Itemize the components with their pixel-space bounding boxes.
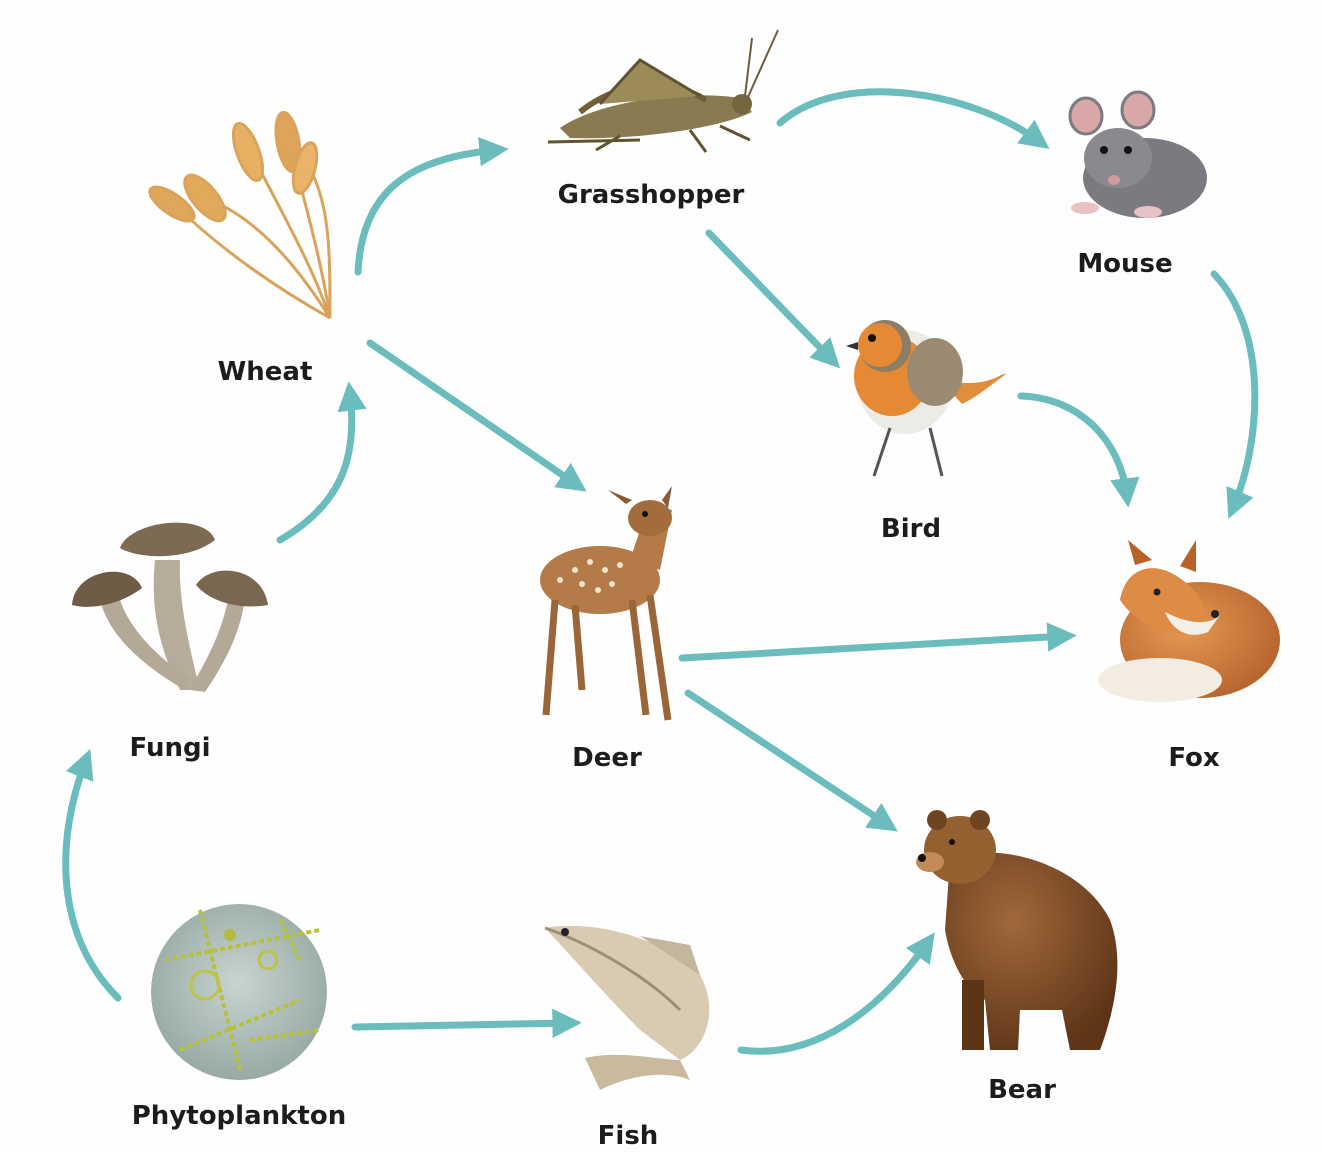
arrow-mouse-to-fox <box>1214 274 1255 508</box>
label-bear: Bear <box>988 1075 1056 1105</box>
mouse-illustration <box>1070 92 1207 218</box>
arrow-grasshopper-to-mouse <box>780 92 1040 142</box>
arrow-phytoplankton-to-fish <box>355 1023 570 1027</box>
arrow-fungi-to-wheat <box>280 393 352 540</box>
arrow-deer-to-bear <box>688 693 888 825</box>
arrow-wheat-to-deer <box>370 343 577 485</box>
bird-illustration <box>846 320 1006 476</box>
label-phytoplankton: Phytoplankton <box>132 1101 346 1131</box>
deer-illustration <box>540 486 672 720</box>
label-mouse: Mouse <box>1077 249 1172 279</box>
wheat-illustration <box>145 111 330 318</box>
label-deer: Deer <box>572 743 642 773</box>
label-wheat: Wheat <box>218 357 313 387</box>
arrow-wheat-to-grasshopper <box>358 150 497 272</box>
label-fungi: Fungi <box>129 733 210 763</box>
label-fish: Fish <box>598 1121 659 1151</box>
label-fox: Fox <box>1168 743 1220 773</box>
arrow-grasshopper-to-bird <box>709 233 832 360</box>
arrow-fish-to-bear <box>741 942 928 1051</box>
arrow-deer-to-fox <box>682 636 1065 658</box>
fungi-illustration <box>72 523 268 692</box>
arrow-bird-to-fox <box>1021 396 1127 496</box>
fish-illustration <box>545 926 709 1090</box>
label-bird: Bird <box>881 514 941 544</box>
arrow-phytoplankton-to-fungi <box>66 760 118 998</box>
label-grasshopper: Grasshopper <box>558 180 745 210</box>
fox-illustration <box>1098 540 1280 702</box>
bear-illustration <box>916 810 1117 1050</box>
phytoplankton-illustration <box>151 904 327 1080</box>
grasshopper-illustration <box>548 30 778 152</box>
